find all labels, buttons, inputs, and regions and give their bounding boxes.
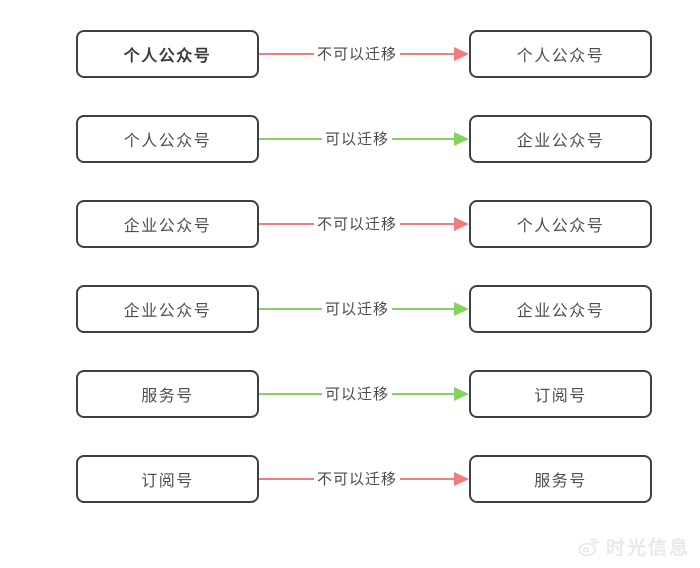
arrow-label: 可以迁移 xyxy=(325,300,390,318)
arrow-line xyxy=(259,53,314,55)
source-label: 企业公众号 xyxy=(123,303,212,320)
migration-row-1: 个人公众号 不可以迁移 个人公众号 xyxy=(76,30,652,78)
source-label: 服务号 xyxy=(141,388,194,405)
arrow-label: 可以迁移 xyxy=(325,130,390,148)
source-box: 订阅号 xyxy=(76,455,259,503)
target-box: 企业公众号 xyxy=(469,115,652,163)
migration-row-6: 订阅号 不可以迁移 服务号 xyxy=(76,455,652,503)
arrowhead-icon xyxy=(454,132,470,146)
arrowhead-icon xyxy=(454,47,470,61)
arrow-line xyxy=(392,138,456,140)
weibo-icon xyxy=(577,535,601,559)
arrow-line xyxy=(259,138,322,140)
target-label: 服务号 xyxy=(534,473,587,490)
arrow-label: 可以迁移 xyxy=(325,385,390,403)
arrowhead-icon xyxy=(454,472,470,486)
target-label: 订阅号 xyxy=(534,388,587,405)
target-box: 个人公众号 xyxy=(469,200,652,248)
source-label: 个人公众号 xyxy=(123,133,212,150)
target-box: 服务号 xyxy=(469,455,652,503)
watermark: 时光信息 xyxy=(577,533,690,560)
target-label: 企业公众号 xyxy=(516,133,605,150)
target-label: 企业公众号 xyxy=(516,303,605,320)
migration-arrow: 可以迁移 xyxy=(259,300,470,318)
source-label: 个人公众号 xyxy=(123,48,212,65)
arrowhead-icon xyxy=(454,302,470,316)
arrow-line xyxy=(392,393,456,395)
migration-arrow: 不可以迁移 xyxy=(259,45,470,63)
source-box: 个人公众号 xyxy=(76,115,259,163)
arrow-line xyxy=(259,308,322,310)
source-box: 个人公众号 xyxy=(76,30,259,78)
arrowhead-icon xyxy=(454,387,470,401)
arrow-line xyxy=(259,393,322,395)
arrowhead-icon xyxy=(454,217,470,231)
target-label: 个人公众号 xyxy=(516,48,605,65)
target-box: 企业公众号 xyxy=(469,285,652,333)
source-box: 企业公众号 xyxy=(76,200,259,248)
source-box: 服务号 xyxy=(76,370,259,418)
migration-row-4: 企业公众号 可以迁移 企业公众号 xyxy=(76,285,652,333)
target-label: 个人公众号 xyxy=(516,218,605,235)
arrow-line xyxy=(400,478,456,480)
target-box: 个人公众号 xyxy=(469,30,652,78)
arrow-label: 不可以迁移 xyxy=(317,45,398,63)
source-label: 企业公众号 xyxy=(123,218,212,235)
migration-arrow: 可以迁移 xyxy=(259,385,470,403)
arrow-line xyxy=(259,223,314,225)
migration-row-5: 服务号 可以迁移 订阅号 xyxy=(76,370,652,418)
arrow-label: 不可以迁移 xyxy=(317,215,398,233)
arrow-line xyxy=(400,223,456,225)
migration-arrow: 不可以迁移 xyxy=(259,215,470,233)
migration-arrow: 可以迁移 xyxy=(259,130,470,148)
source-box: 企业公众号 xyxy=(76,285,259,333)
migration-row-2: 个人公众号 可以迁移 企业公众号 xyxy=(76,115,652,163)
arrow-label: 不可以迁移 xyxy=(317,470,398,488)
watermark-text: 时光信息 xyxy=(605,538,690,559)
migration-row-3: 企业公众号 不可以迁移 个人公众号 xyxy=(76,200,652,248)
migration-diagram: 个人公众号 不可以迁移 个人公众号 个人公众号 可以迁移 企业公众号 企业公众号 xyxy=(76,30,652,503)
arrow-line xyxy=(392,308,456,310)
target-box: 订阅号 xyxy=(469,370,652,418)
arrow-line xyxy=(400,53,456,55)
migration-arrow: 不可以迁移 xyxy=(259,470,470,488)
arrow-line xyxy=(259,478,314,480)
source-label: 订阅号 xyxy=(141,473,194,490)
